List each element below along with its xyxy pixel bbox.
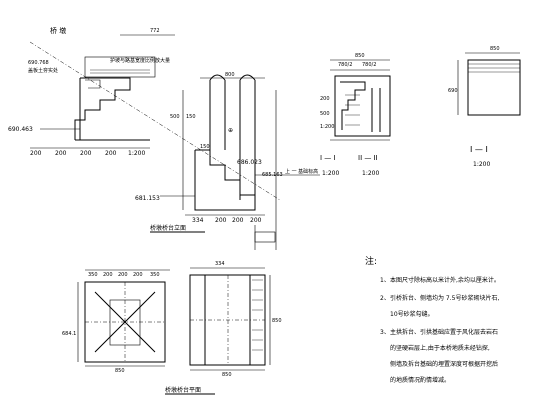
sec-top-width: 850 bbox=[355, 53, 365, 59]
top-width-dim: 772 bbox=[150, 28, 160, 34]
notes-heading: 注: bbox=[365, 255, 377, 267]
elev-mid-left: 690.463 bbox=[8, 126, 33, 133]
note-3-text: 主拱拆台、引拱基础应置于风化层去岩石 bbox=[390, 328, 498, 336]
plan-caption: 桥墩桥台平面 bbox=[165, 386, 201, 394]
svg-text:1:200: 1:200 bbox=[320, 124, 334, 130]
svg-text:200: 200 bbox=[105, 150, 117, 157]
note-2-text: 引桥拆台、侧墙均为 7.5号砂浆砌块片石, bbox=[390, 294, 499, 302]
plan-mid-width: 334 bbox=[215, 261, 225, 267]
notes-block: 注: 1、 本图尺寸除标高以米计外,余均以厘米计。 2、 引桥拆台、侧墙均为 7… bbox=[365, 255, 500, 384]
right-base-label: 上 一 基础标高 bbox=[285, 168, 318, 175]
note-3d-text: 的地质情况酌情增减。 bbox=[390, 376, 450, 384]
plan-view-left: 350 200 200 200 350 684.1 850 bbox=[62, 269, 170, 374]
pier-columns bbox=[200, 74, 265, 200]
small-section-label: I — I bbox=[470, 145, 488, 154]
note-2b-text: 10号砂浆勾缝。 bbox=[390, 310, 434, 318]
plan-left-height: 684.1 bbox=[62, 331, 76, 337]
elevation-view: 桥 墩 772 690.768 护坡与路基宽度比例放大量 盖板土夯实处 690.… bbox=[8, 26, 320, 250]
col-label-1: 500 bbox=[170, 114, 180, 120]
svg-text:200: 200 bbox=[133, 272, 143, 278]
embed-label: 护坡与路基宽度比例放大量 bbox=[110, 57, 170, 64]
svg-text:200: 200 bbox=[250, 217, 262, 224]
svg-text:350: 350 bbox=[150, 272, 160, 278]
svg-text:334: 334 bbox=[192, 217, 204, 224]
svg-text:200: 200 bbox=[215, 217, 227, 224]
plan-view-right: 334 850 850 桥墩桥台平面 bbox=[165, 261, 282, 395]
note-3c-text: 侧墙及拆台基础的埋置深度可根据开挖后 bbox=[390, 360, 498, 368]
svg-text:200: 200 bbox=[320, 96, 330, 102]
svg-text:200: 200 bbox=[232, 217, 244, 224]
svg-text:200: 200 bbox=[80, 150, 92, 157]
elevation-caption: 桥墩桥台立面 bbox=[150, 224, 186, 232]
small-section-scale: 1:200 bbox=[473, 161, 490, 168]
section-b-label: II — II bbox=[358, 154, 378, 162]
col-label-2: 150 bbox=[186, 114, 196, 120]
col-width: 800 bbox=[225, 72, 235, 78]
elev-right: 686.023 bbox=[237, 159, 262, 166]
svg-text:200: 200 bbox=[55, 150, 67, 157]
note-1-num: 1、 bbox=[380, 277, 390, 284]
ground-slope-line bbox=[29, 41, 281, 201]
plan-right-width: 850 bbox=[222, 372, 232, 378]
note-1-text: 本图尺寸除标高以米计外,余均以厘米计。 bbox=[390, 276, 500, 284]
small-width: 850 bbox=[490, 46, 500, 52]
svg-text:200: 200 bbox=[118, 272, 128, 278]
side-label: 盖板土夯实处 bbox=[28, 67, 58, 74]
section-b-scale: 1:200 bbox=[362, 170, 379, 177]
plan-right-height: 850 bbox=[272, 318, 282, 324]
col-label-3: 150 bbox=[200, 144, 210, 150]
note-2-num: 2、 bbox=[380, 295, 390, 302]
svg-text:780/2: 780/2 bbox=[338, 62, 352, 68]
note-3b-text: 的坚硬岩层上,由于本桥地质未经钻探, bbox=[390, 344, 490, 352]
section-1-outline bbox=[334, 75, 391, 137]
embed-block bbox=[84, 56, 156, 78]
section-small-view: 850 690 I — I 1:200 bbox=[448, 46, 521, 168]
elevation-title: 桥 墩 bbox=[50, 26, 66, 35]
elev-bottom: 681.153 bbox=[135, 195, 160, 202]
svg-text:500: 500 bbox=[320, 111, 330, 117]
circle-marker: ⊕ bbox=[228, 127, 233, 134]
plan-left-width: 850 bbox=[115, 368, 125, 374]
section-a-label: I — I bbox=[320, 154, 336, 162]
svg-text:780/2: 780/2 bbox=[362, 62, 376, 68]
left-abutment-steps bbox=[74, 56, 156, 141]
section-small-outline bbox=[467, 59, 521, 116]
svg-text:350: 350 bbox=[88, 272, 98, 278]
svg-text:1:200: 1:200 bbox=[128, 150, 145, 157]
note-3-num: 3、 bbox=[380, 329, 390, 336]
svg-text:200: 200 bbox=[30, 150, 42, 157]
section-a-scale: 1:200 bbox=[322, 170, 339, 177]
small-height: 690 bbox=[448, 88, 458, 94]
svg-text:200: 200 bbox=[103, 272, 113, 278]
elev-top-left: 690.768 bbox=[28, 60, 49, 66]
section-1-view: 850 780/2 780/2 200 500 1:200 I — I 1:20… bbox=[320, 53, 391, 177]
